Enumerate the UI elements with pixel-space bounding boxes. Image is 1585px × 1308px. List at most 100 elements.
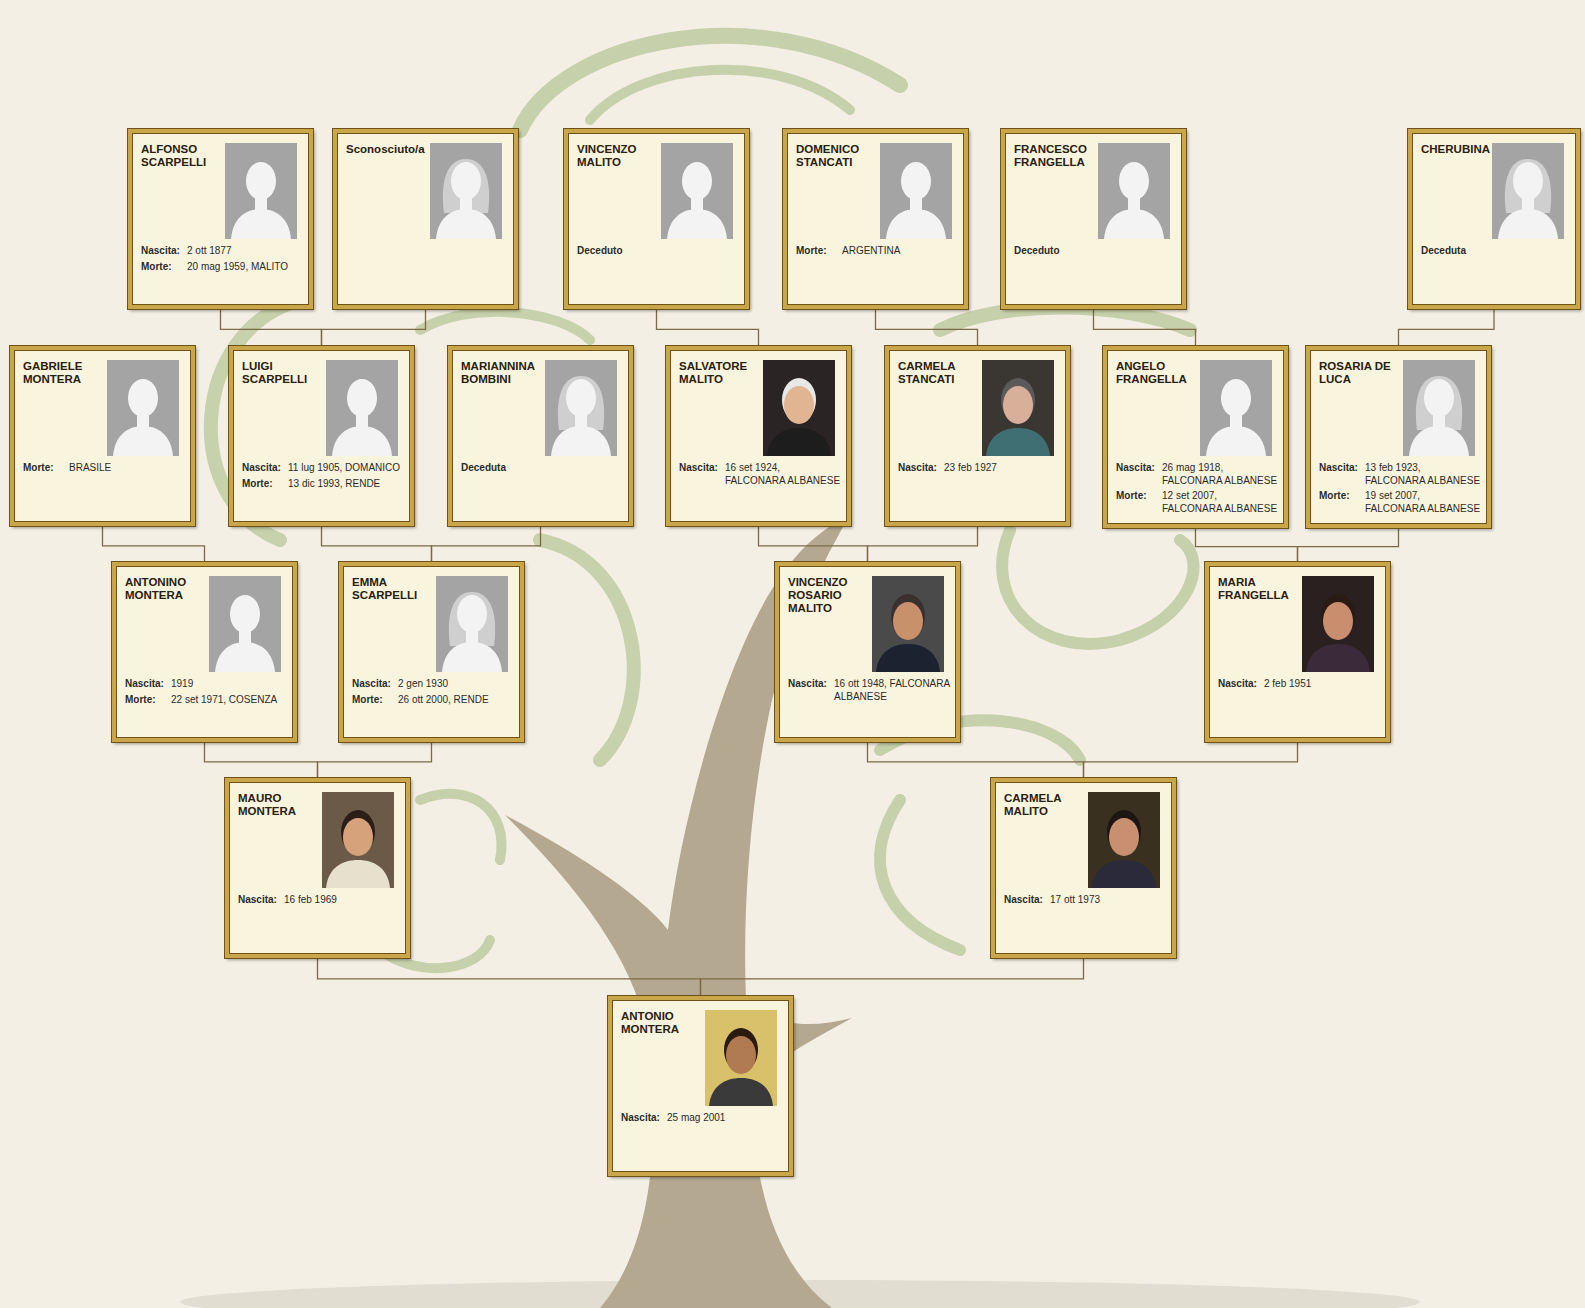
- status-label: Deceduto: [1014, 245, 1060, 258]
- person-name: CARMELA MALITO: [1004, 792, 1092, 818]
- field-value: 22 set 1971, COSENZA: [171, 694, 287, 707]
- person-card: DOMENICO STANCATIMorte:ARGENTINA: [783, 129, 968, 309]
- lineage-line: [657, 309, 759, 346]
- life-dates: Nascita:25 mag 2001: [621, 1112, 783, 1128]
- portrait-silhouette: [661, 143, 733, 239]
- field-value: 26 mag 1918, FALCONARA ALBANESE: [1162, 462, 1278, 487]
- person-card: SALVATORE MALITONascita:16 set 1924, FAL…: [666, 346, 851, 526]
- field-value: 26 ott 2000, RENDE: [398, 694, 514, 707]
- portrait-photo: [982, 360, 1054, 456]
- field-value: 16 ott 1948, FALCONARA ALBANESE: [834, 678, 950, 703]
- person-name: EMMA SCARPELLI: [352, 576, 440, 602]
- portrait-silhouette: [1200, 360, 1272, 456]
- field-value: 25 mag 2001: [667, 1112, 783, 1125]
- lineage-line: [1084, 742, 1298, 778]
- portrait-silhouette: [326, 360, 398, 456]
- life-dates: Nascita:26 mag 1918, FALCONARA ALBANESEM…: [1116, 462, 1278, 518]
- lineage-line: [322, 309, 426, 346]
- life-dates: Deceduto: [577, 245, 739, 261]
- portrait-photo: [763, 360, 835, 456]
- life-dates: Nascita:2 feb 1951: [1218, 678, 1380, 694]
- date-row: Deceduta: [1421, 245, 1570, 258]
- portrait-silhouette: [1403, 360, 1475, 456]
- portrait-silhouette: [436, 576, 508, 672]
- field-value: 17 ott 1973: [1050, 894, 1166, 907]
- life-dates: Nascita:1919Morte:22 set 1971, COSENZA: [125, 678, 287, 709]
- field-value: 12 set 2007, FALCONARA ALBANESE: [1162, 490, 1278, 515]
- field-label: Nascita:: [238, 894, 284, 907]
- date-row: Nascita:2 gen 1930: [352, 678, 514, 691]
- lineage-line: [868, 742, 1084, 778]
- lineage-line: [1196, 528, 1298, 562]
- life-dates: Nascita:11 lug 1905, DOMANICO Morte:13 di…: [242, 462, 404, 493]
- person-name: LUIGI SCARPELLI: [242, 360, 330, 386]
- life-dates: Deceduta: [1421, 245, 1570, 261]
- field-label: Nascita:: [898, 462, 944, 475]
- person-name: ROSARIA DE LUCA: [1319, 360, 1407, 386]
- lineage-line: [876, 309, 978, 346]
- field-label: Morte:: [23, 462, 69, 475]
- portrait-photo: [322, 792, 394, 888]
- field-label: Morte:: [352, 694, 398, 707]
- person-name: VINCENZO ROSARIO MALITO: [788, 576, 876, 616]
- field-value: 20 mag 1959, MALITO: [187, 261, 303, 274]
- date-row: Nascita:2 feb 1951: [1218, 678, 1380, 691]
- field-value: 16 feb 1969: [284, 894, 400, 907]
- date-row: Morte:19 set 2007, FALCONARA ALBANESE: [1319, 490, 1481, 515]
- lineage-line: [318, 958, 701, 996]
- person-card: ANTONINO MONTERANascita:1919Morte:22 set…: [112, 562, 297, 742]
- date-row: Nascita:16 feb 1969: [238, 894, 400, 907]
- person-card: LUIGI SCARPELLI Nascita:11 lug 1905, DOMA…: [229, 346, 414, 526]
- portrait-photo: [705, 1010, 777, 1106]
- field-label: Nascita:: [352, 678, 398, 691]
- life-dates: Morte:ARGENTINA: [796, 245, 958, 261]
- portrait-silhouette: [1492, 143, 1564, 239]
- lineage-line: [1399, 309, 1495, 346]
- field-label: Nascita:: [621, 1112, 667, 1125]
- field-label: Morte:: [1116, 490, 1162, 515]
- lineage-line: [759, 526, 868, 562]
- field-label: Morte:: [125, 694, 171, 707]
- person-name: FRANCESCO FRANGELLA: [1014, 143, 1102, 169]
- person-name: MARIANNINA BOMBINI: [461, 360, 549, 386]
- lineage-line: [868, 526, 978, 562]
- portrait-silhouette: [107, 360, 179, 456]
- person-name: GABRIELE MONTERA: [23, 360, 111, 386]
- date-row: Deceduta: [461, 462, 623, 475]
- person-card: EMMA SCARPELLI Nascita:2 gen 1930Morte:26…: [339, 562, 524, 742]
- lineage-line: [1094, 309, 1196, 346]
- lineage-line: [221, 309, 322, 346]
- life-dates: Nascita:23 feb 1927: [898, 462, 1060, 478]
- date-row: Nascita:11 lug 1905, DOMANICO: [242, 462, 404, 475]
- date-row: Nascita:2 ott 1877: [141, 245, 303, 258]
- status-label: Deceduta: [1421, 245, 1466, 258]
- life-dates: Nascita:16 feb 1969: [238, 894, 400, 910]
- date-row: Nascita:25 mag 2001: [621, 1112, 783, 1125]
- date-row: Nascita:26 mag 1918, FALCONARA ALBANESE: [1116, 462, 1278, 487]
- person-card: CARMELA STANCATINascita:23 feb 1927: [885, 346, 1070, 526]
- field-value: BRASILE: [69, 462, 185, 475]
- field-value: 11 lug 1905, DOMANICO: [288, 462, 404, 475]
- field-value: 19 set 2007, FALCONARA ALBANESE: [1365, 490, 1481, 515]
- person-card: ROSARIA DE LUCANascita:13 feb 1923, FALC…: [1306, 346, 1491, 528]
- lineage-line: [322, 526, 432, 562]
- person-card: ANTONIO MONTERA Nascita:25 mag 2001: [608, 996, 793, 1176]
- lineage-line: [701, 958, 1084, 996]
- date-row: Morte:13 dic 1993, RENDE: [242, 478, 404, 491]
- person-card: MARIA FRANGELLANascita:2 feb 1951: [1205, 562, 1390, 742]
- person-name: MAURO MONTERA: [238, 792, 326, 818]
- person-name: ALFONSO SCARPELLI: [141, 143, 229, 169]
- person-name: ANTONIO MONTERA: [621, 1010, 709, 1036]
- portrait-silhouette: [1098, 143, 1170, 239]
- status-label: Deceduto: [577, 245, 623, 258]
- field-value: 2 ott 1877: [187, 245, 303, 258]
- person-card: FRANCESCO FRANGELLA Deceduto: [1001, 129, 1186, 309]
- status-label: Deceduta: [461, 462, 506, 475]
- field-label: Nascita:: [1116, 462, 1162, 487]
- date-row: Nascita:16 ott 1948, FALCONARA ALBANESE: [788, 678, 950, 703]
- field-label: Nascita:: [1218, 678, 1264, 691]
- life-dates: Deceduta: [461, 462, 623, 478]
- lineage-line: [103, 526, 205, 562]
- life-dates: Nascita:16 set 1924, FALCONARA ALBANESE: [679, 462, 841, 490]
- portrait-silhouette: [225, 143, 297, 239]
